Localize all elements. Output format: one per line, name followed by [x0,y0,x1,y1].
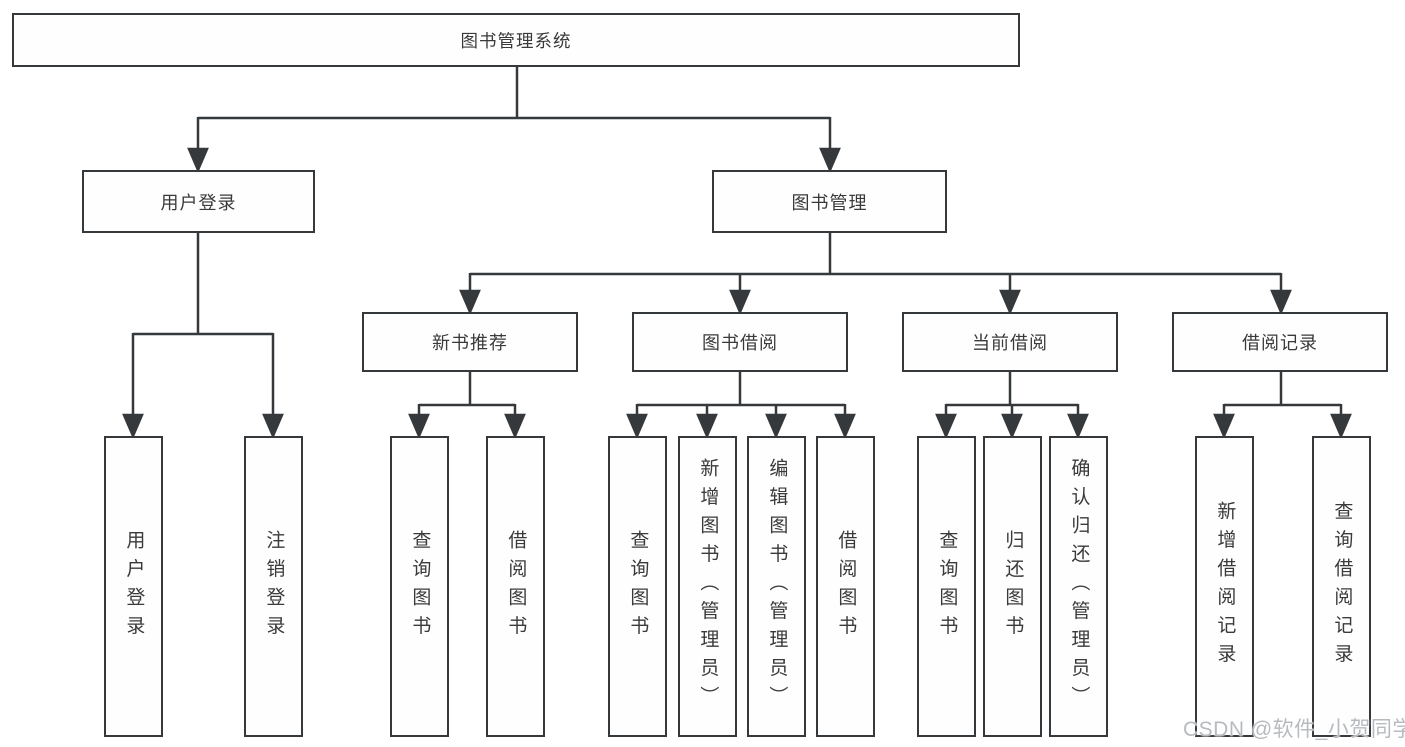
node-current-borrow: 当前借阅 [902,312,1118,372]
arrowhead [262,413,284,440]
arrowhead [1270,289,1292,316]
leaf-query-borrow-record-label: 查询借阅记录 [1331,501,1353,672]
leaf-confirm-return-admin: 确认归还（管理员） [1049,436,1108,737]
leaf-logout: 注销登录 [244,436,303,737]
arrowhead [1001,413,1023,440]
node-new-book-recommend: 新书推荐 [362,312,578,372]
csdn-watermark: CSDN @软件_小贺同学 [1183,718,1405,741]
node-book-borrow: 图书借阅 [632,312,848,372]
connector-current-borrow-to-leaves [935,371,1089,440]
leaf-query-books-current-label: 查询图书 [936,529,958,644]
node-book-management: 图书管理 [712,170,947,233]
leaf-query-books-new-label: 查询图书 [409,529,431,644]
leaf-query-books-new: 查询图书 [390,436,449,737]
arrowhead [122,413,144,440]
leaf-return-books: 归还图书 [983,436,1042,737]
leaf-query-books-current: 查询图书 [917,436,976,737]
arrowhead [1067,413,1089,440]
arrowhead [1330,413,1352,440]
node-new-book-recommend-label: 新书推荐 [432,333,508,353]
node-book-management-label: 图书管理 [791,192,868,213]
leaf-add-borrow-record: 新增借阅记录 [1195,436,1254,737]
leaf-borrow-books-new: 借阅图书 [486,436,545,737]
leaf-user-login-label: 用户登录 [123,529,145,644]
arrowhead [187,147,209,174]
node-book-borrow-label: 图书借阅 [702,333,778,353]
arrowhead [999,289,1021,316]
connector-book-management-to-level3 [459,232,1292,316]
arrowhead [935,413,957,440]
arrowhead [819,147,841,174]
leaf-user-login: 用户登录 [104,436,163,737]
arrowhead [1213,413,1235,440]
leaf-add-book-admin-label: 新增图书（管理员） [697,458,719,715]
arrowhead [729,289,751,316]
node-root-label: 图书管理系统 [460,30,572,51]
leaf-add-borrow-record-label: 新增借阅记录 [1214,501,1236,672]
leaf-query-books-borrow-label: 查询图书 [627,529,649,644]
leaf-borrow-books-borrow-label: 借阅图书 [835,529,857,644]
leaf-add-book-admin: 新增图书（管理员） [678,436,737,737]
leaf-query-borrow-record: 查询借阅记录 [1312,436,1371,737]
leaf-edit-book-admin-label: 编辑图书（管理员） [766,458,788,715]
connector-book-borrow-to-leaves [626,371,856,440]
arrowhead [834,413,856,440]
leaf-borrow-books-new-label: 借阅图书 [505,529,527,644]
leaf-edit-book-admin: 编辑图书（管理员） [747,436,806,737]
leaf-return-books-label: 归还图书 [1002,529,1024,644]
leaf-confirm-return-admin-label: 确认归还（管理员） [1068,458,1090,715]
arrowhead [626,413,648,440]
arrowhead [696,413,718,440]
node-borrow-records-label: 借阅记录 [1242,333,1318,353]
node-root: 图书管理系统 [12,13,1020,67]
connector-borrow-records-to-leaves [1213,371,1352,440]
leaf-logout-label: 注销登录 [263,529,285,644]
connector-user-login-to-leaves [122,232,284,440]
node-user-login: 用户登录 [82,170,315,233]
node-borrow-records: 借阅记录 [1172,312,1388,372]
node-current-borrow-label: 当前借阅 [972,333,1048,353]
leaf-borrow-books-borrow: 借阅图书 [816,436,875,737]
arrowhead [459,289,481,316]
arrowhead [765,413,787,440]
node-user-login-label: 用户登录 [160,192,237,213]
connector-new-book-recommend-to-leaves [408,371,526,440]
arrowhead [408,413,430,440]
leaf-query-books-borrow: 查询图书 [608,436,667,737]
arrowhead [504,413,526,440]
connector-root-to-level2 [187,66,841,174]
